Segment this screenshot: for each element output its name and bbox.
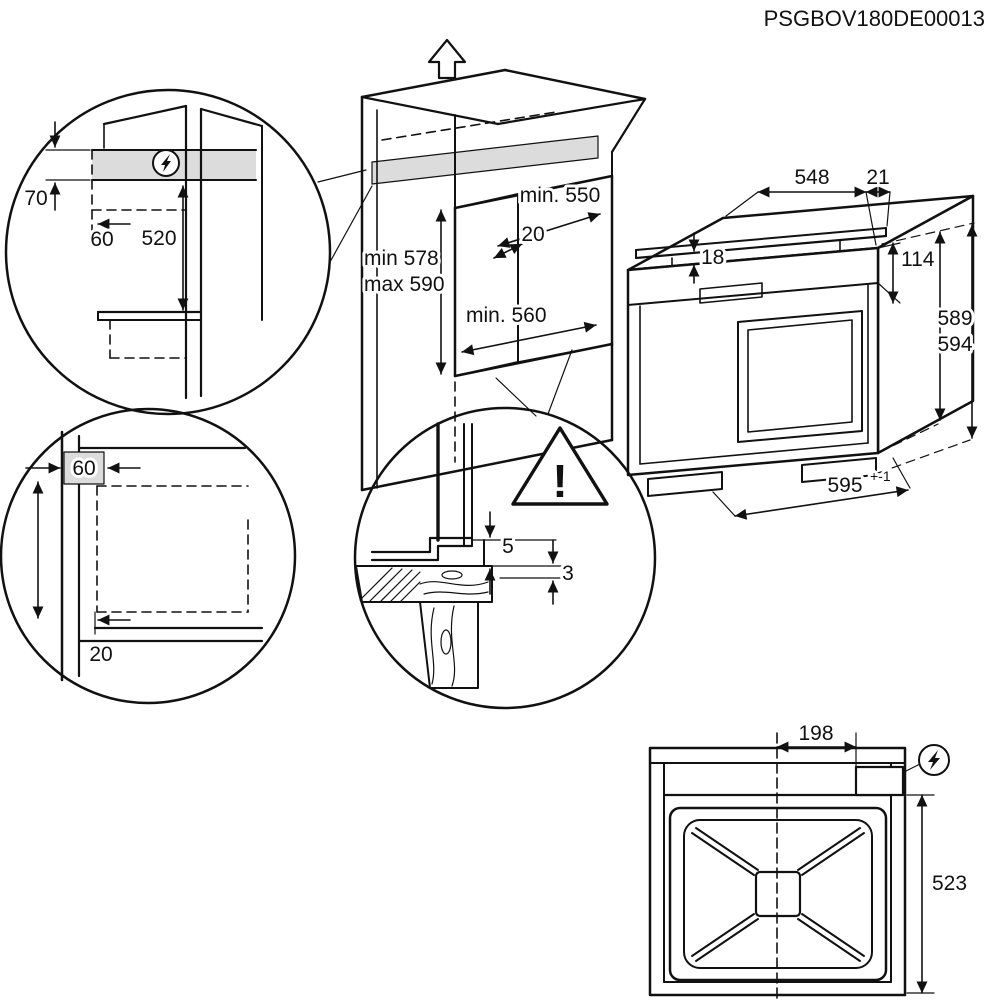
dim-oven-front: 21 xyxy=(866,166,889,189)
up-arrow-icon xyxy=(427,38,467,80)
built-in-oven-isometric: 548 21 18 114 589 594 595 +-1 xyxy=(626,163,978,520)
dim-niche-depth: min. 550 xyxy=(520,184,601,207)
dim-oven-panel: 114 xyxy=(901,248,935,271)
cabinet-niche-isometric: min. 550 20 min 578 max 590 min. 560 xyxy=(360,38,647,492)
dim-plan-depth: 523 xyxy=(932,872,967,895)
vent-detail-circle: 70 60 520 xyxy=(4,88,373,416)
dim-oven-trim: 18 xyxy=(701,246,724,269)
detail-circle-boundary xyxy=(353,406,657,710)
dim-conn-offset: 198 xyxy=(798,722,833,745)
dim-gap-5: 5 xyxy=(502,535,514,558)
dim-oven-depth: 548 xyxy=(794,166,829,189)
connection-box xyxy=(854,765,905,797)
plan-view: 198 523 xyxy=(648,719,970,999)
oven-foot xyxy=(801,457,877,483)
dim-gap-3: 3 xyxy=(562,562,574,585)
oven-foot xyxy=(647,471,723,497)
leader-line xyxy=(317,169,367,183)
dim-niche-height-max: max 590 xyxy=(364,273,445,296)
dim-60: 60 xyxy=(90,228,113,251)
dim-oven-height-589: 589 xyxy=(937,307,972,330)
leader-line xyxy=(547,349,573,415)
leader-line xyxy=(329,185,373,263)
dim-oven-width-tolerance: +-1 xyxy=(870,468,891,484)
oven-door-window xyxy=(737,310,863,443)
dim-oven-width: 595 xyxy=(827,474,862,497)
detail-circle-boundary xyxy=(0,407,297,705)
dim-520: 520 xyxy=(141,227,176,250)
dim-front-20: 20 xyxy=(89,643,112,666)
front-offset-block xyxy=(64,452,104,484)
lightning-icon xyxy=(152,149,180,177)
cabinet-vent-strip xyxy=(372,136,598,184)
front-frame-detail-circle: 60 20 xyxy=(0,407,297,705)
wood-shelf-section xyxy=(355,565,493,689)
dim-niche-vent-gap: 20 xyxy=(521,223,544,246)
lightning-icon xyxy=(903,744,950,776)
dim-niche-width: min. 560 xyxy=(466,304,547,327)
document-code: PSGBOV180DE00013 xyxy=(764,6,985,31)
warning-triangle-icon: ! xyxy=(511,426,609,510)
oven-front-face xyxy=(626,246,880,477)
detail-circle-boundary xyxy=(4,88,332,416)
mounting-gap-detail-circle: 5 3 ! xyxy=(353,406,657,710)
warning-exclamation: ! xyxy=(552,455,567,507)
dim-front-60: 60 xyxy=(72,457,95,480)
oven-handle xyxy=(634,227,888,267)
dim-niche-height-min: min 578 xyxy=(364,247,439,270)
oven-top-view xyxy=(668,806,888,982)
dim-70: 70 xyxy=(24,187,47,210)
oven-display xyxy=(699,282,763,304)
dim-oven-height-594: 594 xyxy=(937,333,972,356)
